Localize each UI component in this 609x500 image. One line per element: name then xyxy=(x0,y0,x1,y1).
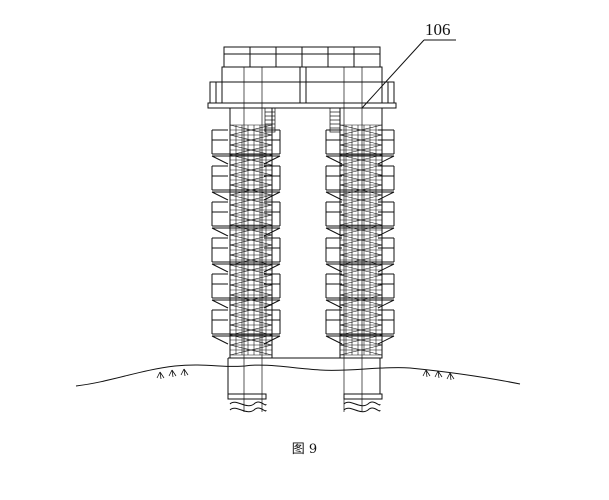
work-platforms-left xyxy=(211,129,281,345)
column-cage-right xyxy=(339,107,383,359)
reference-numeral: 106 xyxy=(425,20,451,39)
guide-lines xyxy=(243,67,363,412)
top-deck-platform xyxy=(207,46,397,109)
work-platforms-right xyxy=(325,129,395,345)
leader-line-106 xyxy=(361,39,456,109)
figure-caption: 图 9 xyxy=(291,442,318,457)
foundation-piles xyxy=(227,357,383,413)
access-ladders xyxy=(264,107,341,133)
ground-profile xyxy=(75,364,521,387)
